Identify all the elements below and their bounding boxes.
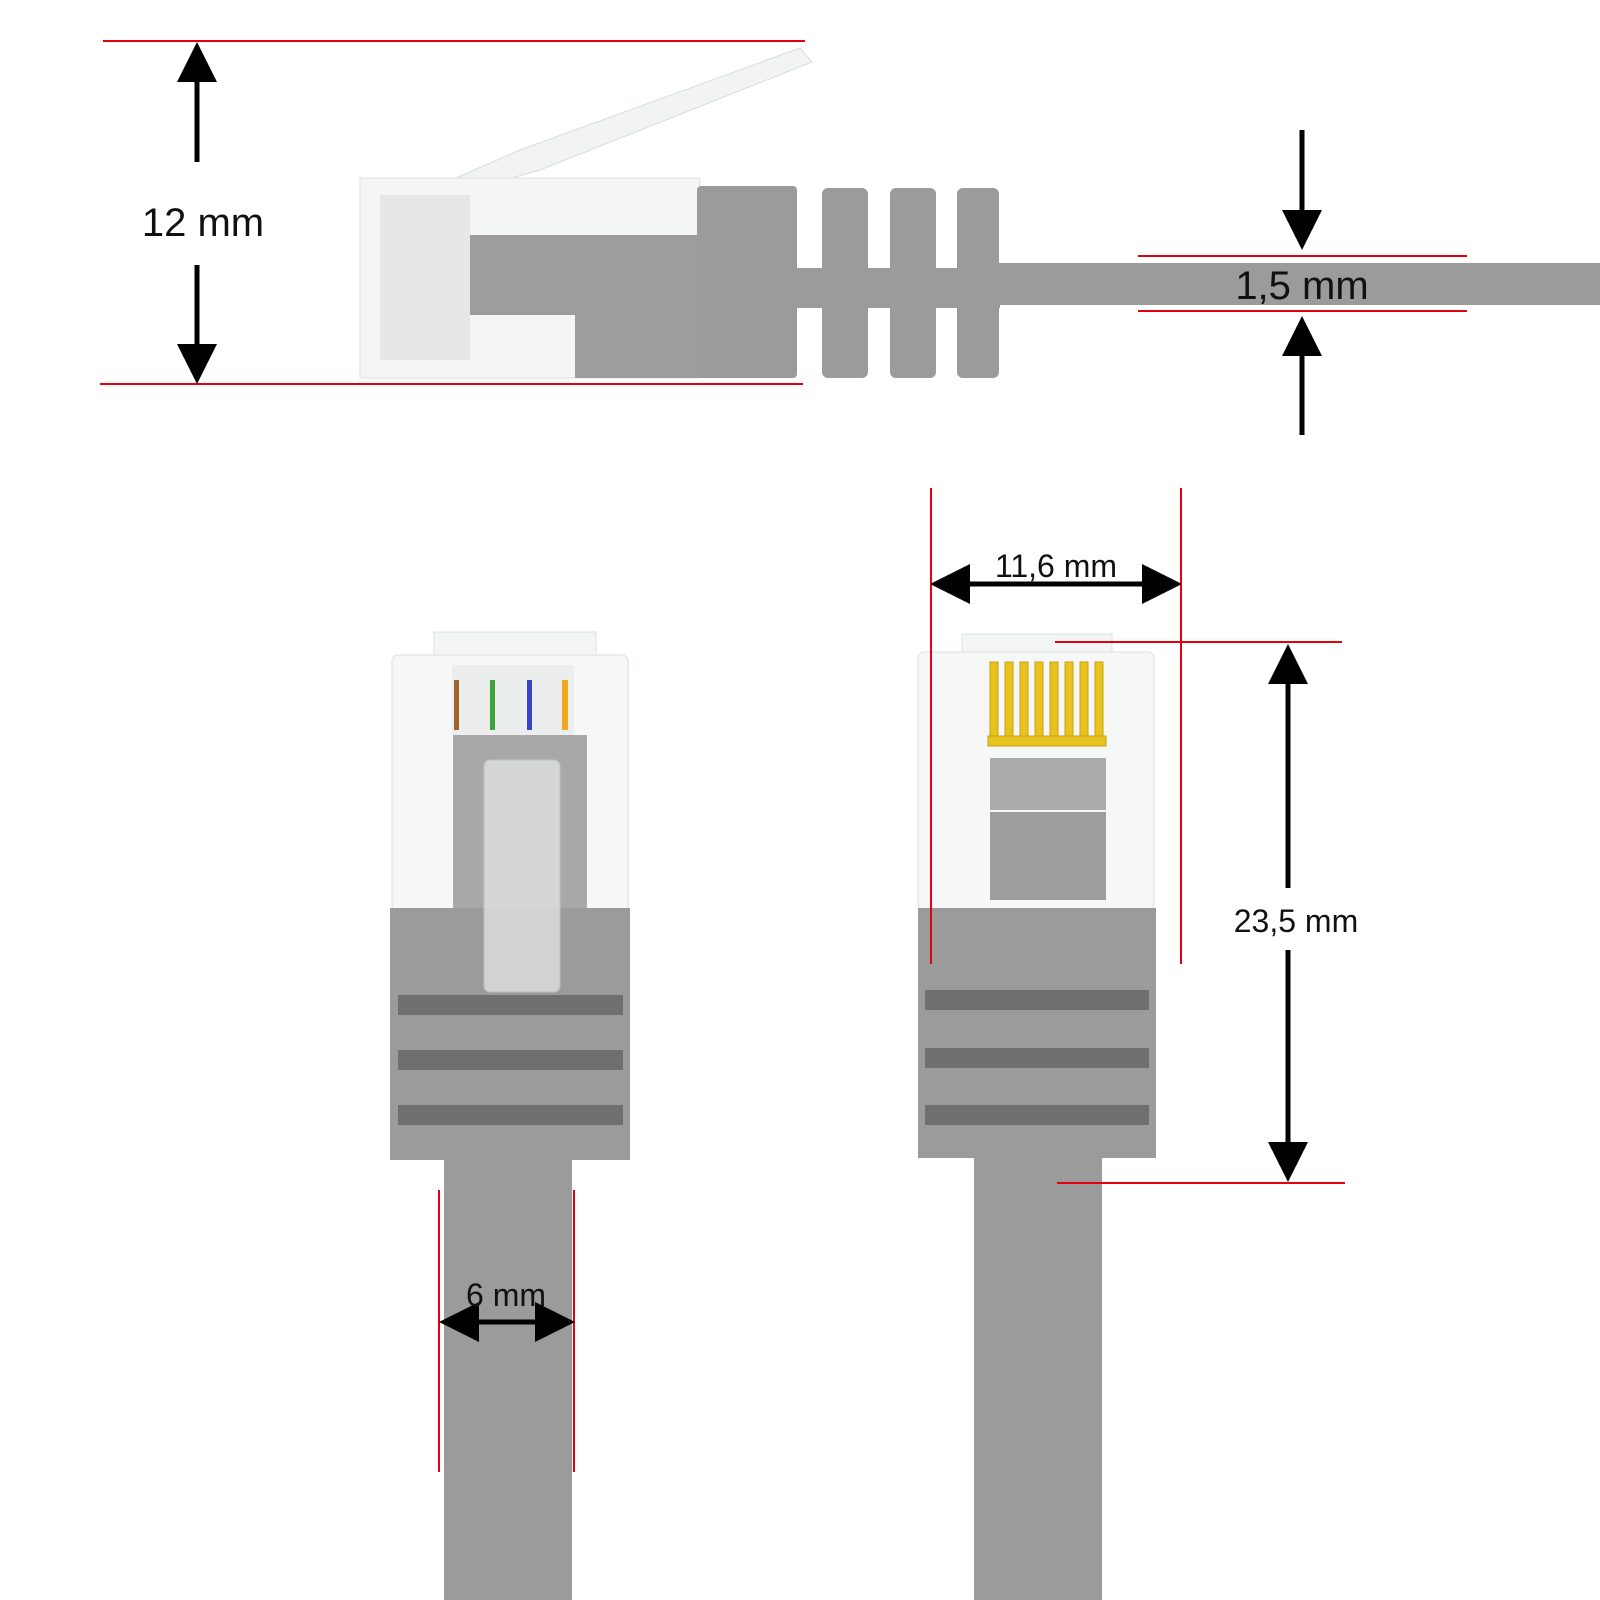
- side-view-connector: [359, 47, 1600, 379]
- front-view-connector-contacts: [917, 633, 1156, 1600]
- flat-cable: [974, 1158, 1102, 1600]
- flat-cable-side: [996, 263, 1600, 305]
- cable-width-label: 6 mm: [466, 1277, 546, 1313]
- front-view-connector-latch: [390, 631, 630, 1600]
- boot-fin: [957, 188, 999, 378]
- height-label: 12 mm: [142, 201, 264, 245]
- boot-fin: [822, 188, 868, 378]
- flat-cable: [444, 1160, 572, 1600]
- latch: [483, 759, 561, 993]
- boot-fin: [890, 188, 936, 378]
- boot-body: [697, 186, 797, 378]
- gold-contacts: [987, 661, 1107, 747]
- connector-width-label: 11,6 mm: [995, 548, 1117, 584]
- thickness-label: 1,5 mm: [1235, 264, 1368, 308]
- latch-clip: [438, 47, 813, 191]
- connector-length-label: 23,5 mm: [1234, 903, 1358, 939]
